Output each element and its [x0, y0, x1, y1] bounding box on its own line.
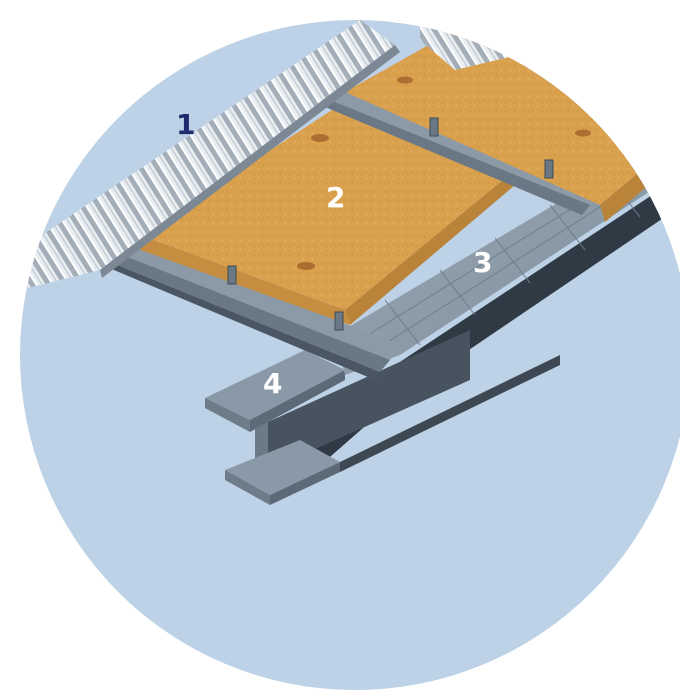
- label-3: 3: [473, 246, 492, 279]
- label-1: 1: [176, 108, 195, 141]
- label-4: 4: [263, 367, 282, 400]
- label-2: 2: [326, 181, 345, 214]
